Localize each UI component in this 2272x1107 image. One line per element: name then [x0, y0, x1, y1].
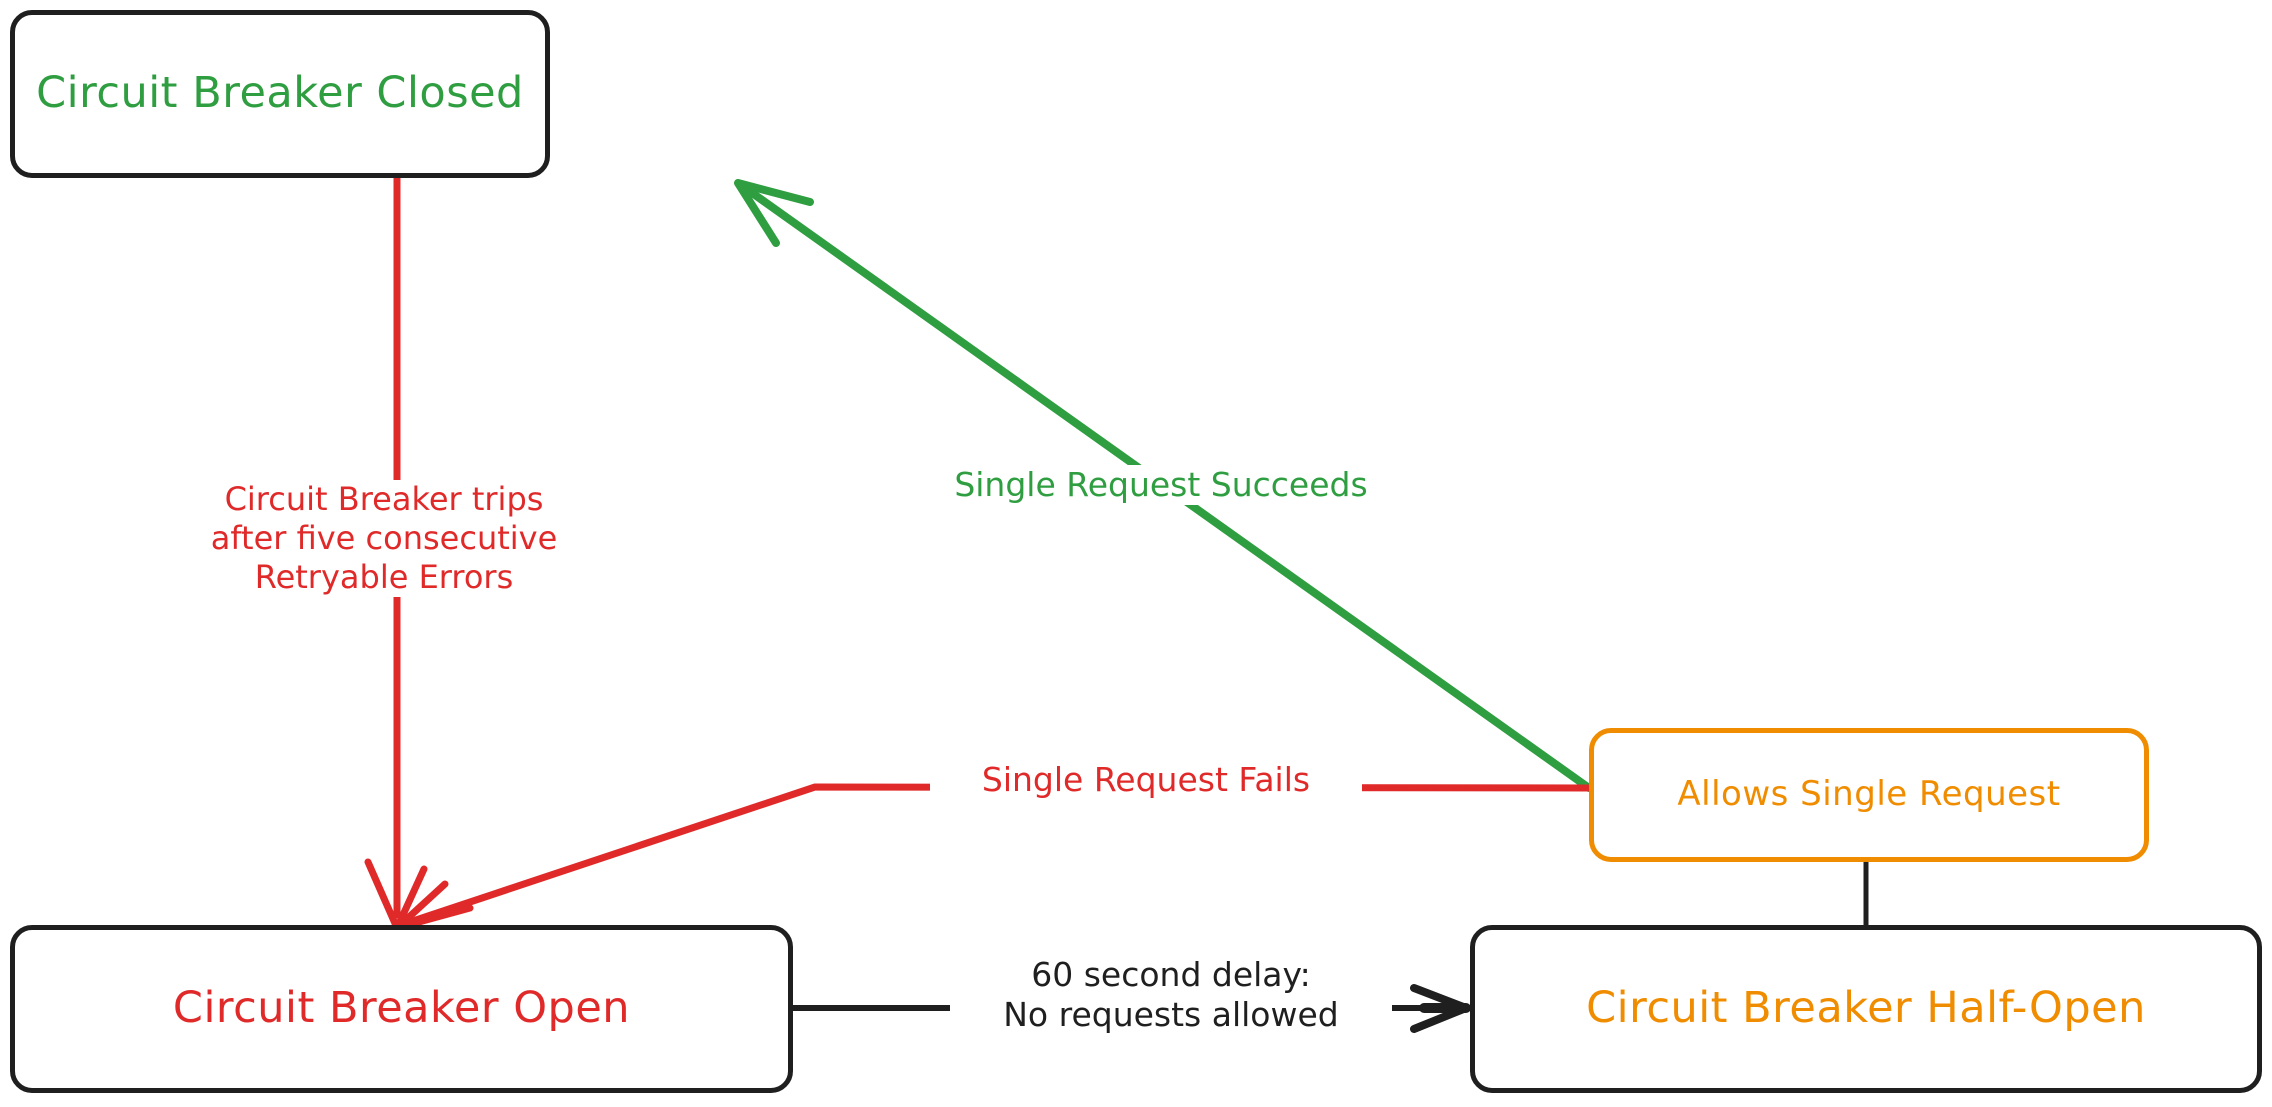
node-circuit-breaker-half-open[interactable]: Circuit Breaker Half-Open — [1470, 925, 2262, 1093]
node-allows-single-request[interactable]: Allows Single Request — [1589, 728, 2149, 862]
node-circuit-breaker-closed[interactable]: Circuit Breaker Closed — [10, 10, 550, 178]
edge-allows-to-open — [406, 783, 1593, 926]
edge-label-60-second-delay: 60 second delay: No requests allowed — [950, 955, 1392, 1036]
edge-label-single-request-fails: Single Request Fails — [930, 760, 1362, 801]
node-label-allows-single-request: Allows Single Request — [1677, 774, 2061, 815]
node-label-closed: Circuit Breaker Closed — [36, 68, 524, 119]
node-circuit-breaker-open[interactable]: Circuit Breaker Open — [10, 925, 793, 1093]
node-label-open: Circuit Breaker Open — [172, 983, 631, 1034]
node-label-half-open: Circuit Breaker Half-Open — [1586, 983, 2146, 1034]
edge-label-circuit-breaker-trips: Circuit Breaker trips after five consecu… — [168, 480, 600, 598]
edge-label-single-request-succeeds: Single Request Succeeds — [905, 465, 1417, 506]
